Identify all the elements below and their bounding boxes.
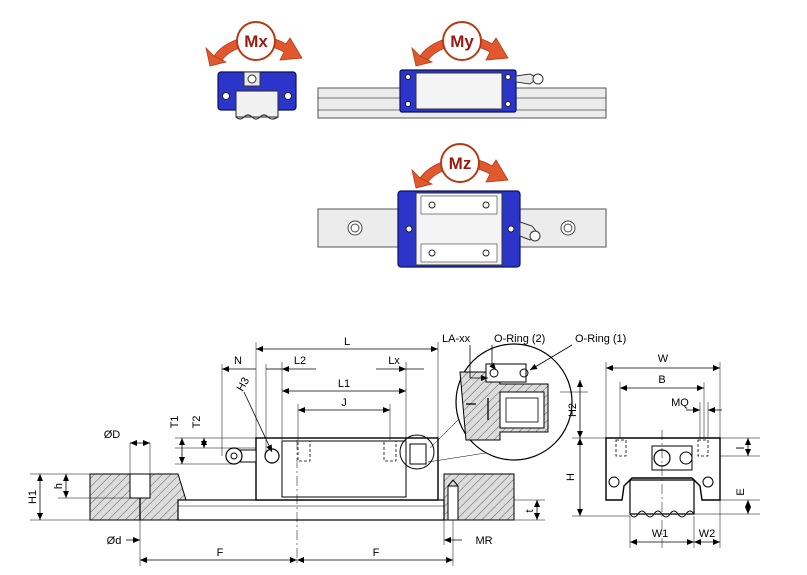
dim-H: H <box>565 473 577 481</box>
dim-L2: L2 <box>294 355 306 367</box>
mz-view: Mz <box>317 143 607 268</box>
dim-E: E <box>735 488 747 495</box>
dim-MQ: MQ <box>671 397 689 409</box>
dim-W1: W1 <box>652 528 669 540</box>
dim-F-left: F <box>217 547 224 559</box>
dim-H3: H3 <box>235 375 252 393</box>
callout-oring1: O-Ring (1) <box>575 333 626 345</box>
side-carriage <box>255 437 439 501</box>
dim-h: h <box>53 483 65 489</box>
dim-J: J <box>341 397 347 409</box>
dim-Od: Ød <box>107 535 122 547</box>
dim-OD: ØD <box>104 429 121 441</box>
dim-l: l <box>735 447 747 449</box>
mx-badge: Mx <box>205 21 303 67</box>
dim-L: L <box>344 336 350 348</box>
dim-L1: L1 <box>338 378 350 390</box>
callout-la: LA-xx <box>442 333 471 345</box>
callouts: LA-xx O-Ring (2) O-Ring (1) <box>442 333 626 381</box>
side-rail <box>177 499 445 521</box>
end-drawing: W B MQ H2 H l E W1 <box>560 353 760 548</box>
mz-carriage <box>397 190 541 268</box>
my-carriage <box>399 69 544 113</box>
dim-B: B <box>658 374 665 386</box>
mz-label: Mz <box>449 154 472 173</box>
dim-H1: H1 <box>27 490 39 504</box>
dim-t: t <box>524 509 536 512</box>
dim-T2: T2 <box>191 416 203 429</box>
dim-N: N <box>234 355 242 367</box>
callout-oring2: O-Ring (2) <box>494 333 545 345</box>
dim-F-right: F <box>373 547 380 559</box>
dim-H2: H2 <box>567 403 579 417</box>
my-badge: My <box>411 21 509 67</box>
seal-detail <box>427 343 573 463</box>
mx-view: Mx <box>205 21 303 120</box>
mx-carriage <box>217 71 297 120</box>
my-view: My <box>317 21 607 119</box>
dim-T1: T1 <box>169 416 181 429</box>
my-label: My <box>450 32 474 51</box>
dim-MR: MR <box>475 535 492 547</box>
mx-label: Mx <box>244 32 268 51</box>
dim-W2: W2 <box>699 528 716 540</box>
side-drawing: L L2 Lx N L1 J H3 T1 T2 ØD <box>27 336 545 566</box>
dim-Lx: Lx <box>388 355 400 367</box>
mz-badge: Mz <box>411 143 509 189</box>
dim-W: W <box>658 353 669 365</box>
